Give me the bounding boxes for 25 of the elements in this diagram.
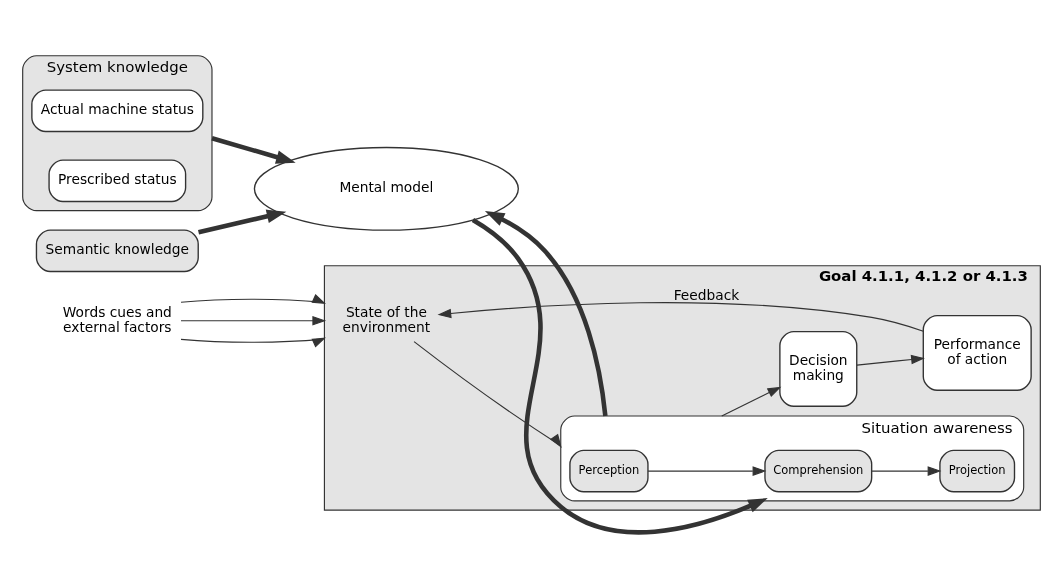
arrow xyxy=(180,315,327,326)
node-ellipse: Mental model xyxy=(253,146,519,231)
node-box: Actual machine status xyxy=(31,89,204,132)
arrow xyxy=(484,210,608,416)
arrow xyxy=(180,293,326,304)
arrow xyxy=(856,354,925,366)
node-box: Projection xyxy=(939,449,1016,492)
node-box: Prescribed status xyxy=(48,159,187,202)
arrow xyxy=(437,301,924,332)
node-text: State of the environment xyxy=(342,303,431,335)
node-box: Perception xyxy=(569,449,649,492)
edge-label: Feedback xyxy=(673,286,740,303)
node-box: Decision making xyxy=(779,330,858,407)
node-box: Comprehension xyxy=(764,449,873,492)
arrow xyxy=(871,465,942,476)
arrow xyxy=(180,337,326,348)
arrow xyxy=(471,217,768,535)
arrow xyxy=(413,340,562,448)
arrow xyxy=(211,135,296,164)
arrow xyxy=(198,209,287,234)
arrow xyxy=(721,386,782,417)
node-text: Words cues and external factors xyxy=(62,303,172,335)
node-box: Performance of action xyxy=(922,314,1032,391)
node-box: Semantic knowledge xyxy=(35,228,199,272)
arrow xyxy=(647,465,767,476)
